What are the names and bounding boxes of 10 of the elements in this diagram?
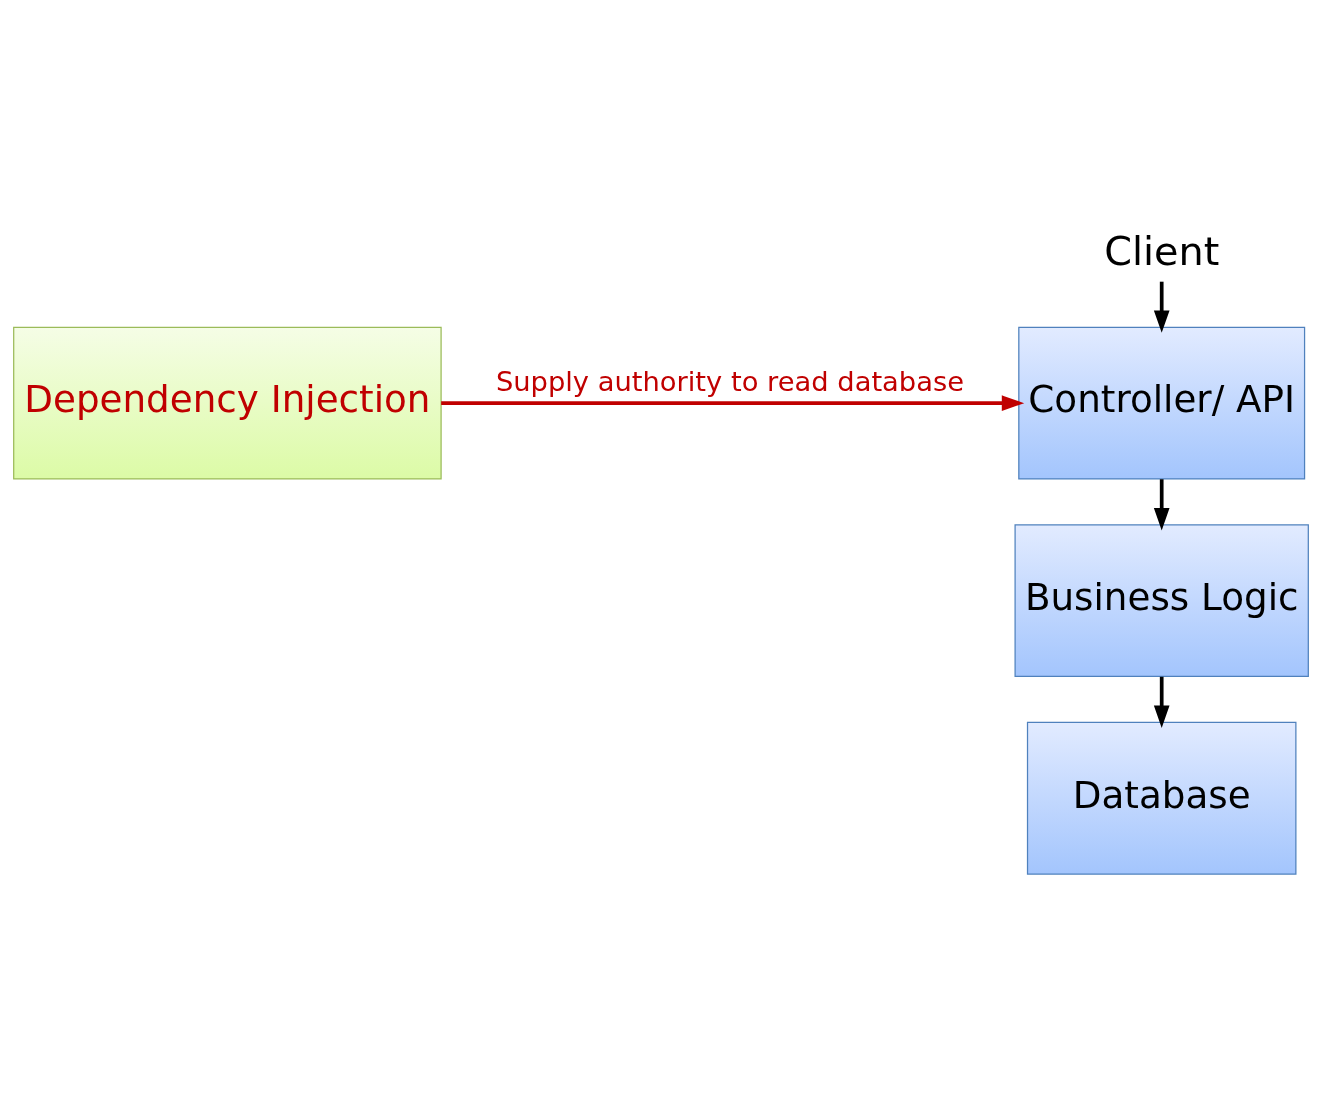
arrow <box>1153 676 1170 728</box>
node-box: Controller/ API <box>1018 326 1306 480</box>
node-box: Database <box>1026 721 1297 875</box>
arrow <box>1153 479 1170 531</box>
arrow <box>1153 281 1170 333</box>
edge-label: Supply authority to read database <box>495 366 964 398</box>
arrow <box>441 395 1025 411</box>
node-text: Client <box>1104 227 1220 274</box>
node-box: Dependency Injection <box>13 326 442 480</box>
node-box: Business Logic <box>1014 524 1309 678</box>
